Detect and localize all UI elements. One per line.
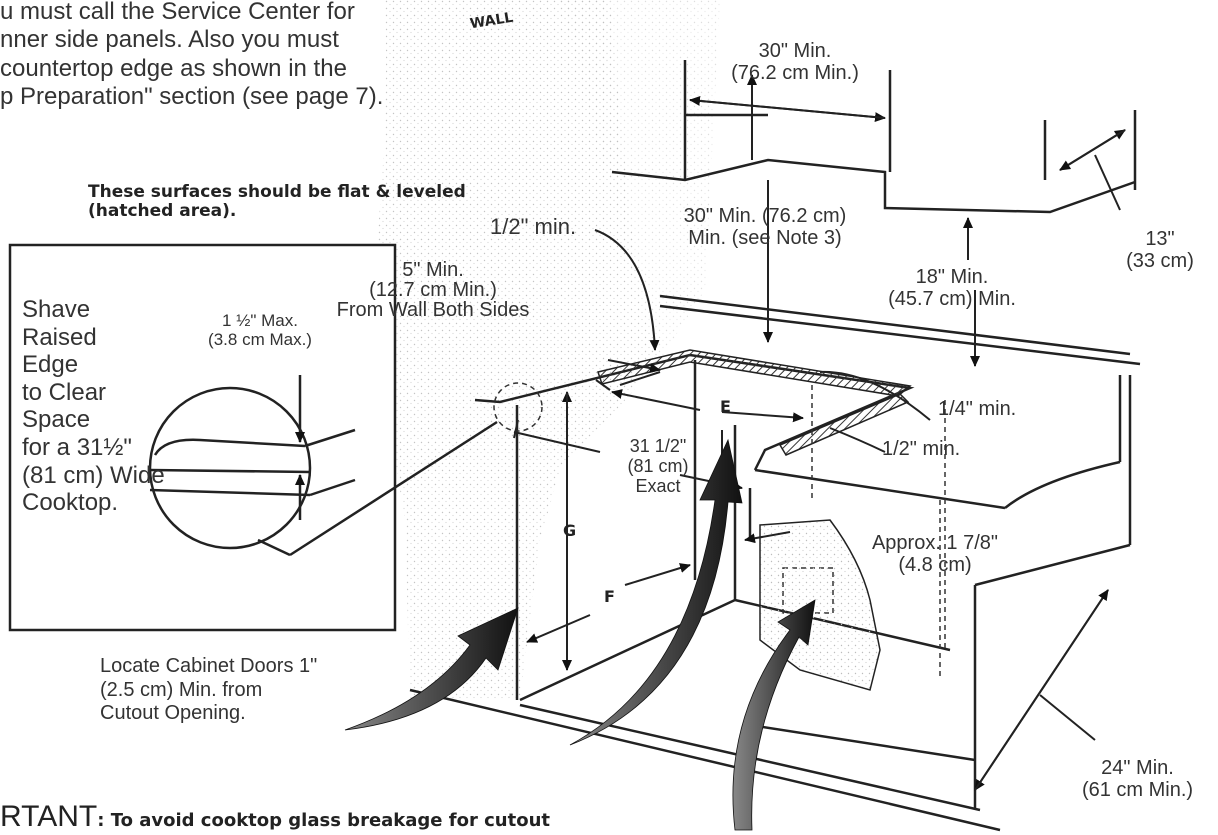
cabinet-doors-note: Locate Cabinet Doors 1" (2.5 cm) Min. fr… bbox=[100, 655, 317, 726]
dim-upper-clearance-line-2: (45.7 cm) Min. bbox=[888, 288, 1016, 311]
inset-line: Shave bbox=[22, 296, 91, 323]
dim-upper-clearance-line-1: 18" Min. bbox=[915, 266, 989, 288]
dim-approx-depth-line-2: (4.8 cm) bbox=[898, 554, 972, 577]
airflow-arrow-icon bbox=[569, 438, 743, 746]
dim-from-wall-line-2: (12.7 cm Min.) bbox=[369, 279, 497, 301]
dim-counter-depth: 24" Min. (61 cm Min.) bbox=[1060, 757, 1215, 802]
inset-detail bbox=[8, 243, 498, 632]
dim-top-width: 30" Min. (76.2 cm Min.) bbox=[705, 40, 885, 85]
upper-cabinet bbox=[611, 60, 1137, 214]
dim-half-inch-top: 1/2" min. bbox=[490, 214, 577, 239]
dim-height-above-line-2: Min. (see Note 3) bbox=[688, 227, 842, 250]
doors-note-line-2: (2.5 cm) Min. from bbox=[100, 678, 263, 701]
dim-cutout-width-line-1: 31 1/2" bbox=[629, 436, 687, 456]
flat-note-line-1: These surfaces should be flat & leveled bbox=[88, 182, 466, 202]
important-note: RTANT: To avoid cooktop glass breakage f… bbox=[0, 800, 550, 834]
intro-line-1: u must call the Service Center for bbox=[0, 0, 355, 25]
flat-note-line-2: (hatched area). bbox=[88, 201, 237, 222]
dim-height-above-line-1: 30" Min. (76.2 cm) bbox=[683, 205, 847, 227]
dim-upper-depth-line-1: 13" bbox=[1145, 228, 1175, 250]
inset-instructions: Shave Raised Edge to Clear Space for a 3… bbox=[22, 296, 165, 517]
dim-cutout-width-line-2: (81 cm) bbox=[627, 456, 689, 477]
dimension-letter-g: G bbox=[563, 521, 577, 540]
important-text: : To avoid cooktop glass breakage for cu… bbox=[97, 810, 550, 831]
dim-approx-depth: Approx. 1 7/8" (4.8 cm) bbox=[845, 532, 1025, 577]
dim-cutout-width: 31 1/2" (81 cm) Exact bbox=[598, 436, 718, 496]
dimension-letter-f: F bbox=[604, 587, 615, 606]
dim-from-wall-line-3: From Wall Both Sides bbox=[336, 299, 530, 321]
dim-from-wall-line-1: 5" Min. bbox=[402, 259, 464, 281]
inset-line: Raised bbox=[22, 323, 97, 351]
dim-quarter-inch: 1/4" min. bbox=[938, 398, 1017, 420]
dim-upper-depth: 13" (33 cm) bbox=[1110, 228, 1210, 273]
airflow-arrow-icon bbox=[732, 599, 816, 831]
dimension-lines bbox=[513, 180, 1109, 791]
dim-upper-clearance: 18" Min. (45.7 cm) Min. bbox=[862, 266, 1042, 311]
intro-text: u must call the Service Center for nner … bbox=[0, 0, 383, 111]
inset-line: Edge bbox=[22, 351, 79, 379]
inset-line: to Clear bbox=[22, 378, 107, 406]
intro-line-3: countertop edge as shown in the bbox=[0, 54, 347, 82]
dim-half-inch-right: 1/2" min. bbox=[882, 438, 961, 460]
inset-line: Cooktop. bbox=[22, 489, 119, 517]
doors-note-line-3: Cutout Opening. bbox=[100, 702, 246, 725]
inset-line: for a 31½" bbox=[22, 433, 132, 461]
dim-counter-depth-line-2: (61 cm Min.) bbox=[1081, 779, 1194, 802]
important-prefix: RTANT bbox=[0, 800, 98, 833]
dim-top-width-line-2: (76.2 cm Min.) bbox=[731, 62, 859, 85]
inset-max-edge-line-2: (3.8 cm Max.) bbox=[208, 330, 312, 350]
dimension-letter-e: E bbox=[720, 397, 731, 416]
callout-arrows bbox=[344, 438, 816, 831]
dim-cutout-width-line-3: Exact bbox=[635, 476, 681, 497]
dim-height-above: 30" Min. (76.2 cm) Min. (see Note 3) bbox=[640, 205, 890, 250]
dim-upper-depth-line-2: (33 cm) bbox=[1126, 250, 1194, 273]
dim-top-width-line-1: 30" Min. bbox=[758, 40, 832, 62]
cabinet-door-arrow-icon bbox=[344, 607, 519, 731]
intro-line-2: nner side panels. Also you must bbox=[0, 26, 339, 54]
dim-counter-depth-line-1: 24" Min. bbox=[1101, 757, 1174, 779]
dim-from-wall: 5" Min. (12.7 cm Min.) From Wall Both Si… bbox=[268, 260, 598, 320]
intro-line-4: p Preparation" section (see page 7). bbox=[0, 82, 384, 110]
inset-max-edge-line-1: 1 ½" Max. bbox=[222, 311, 298, 330]
dim-approx-depth-line-1: Approx. 1 7/8" bbox=[871, 532, 999, 554]
wall-surface bbox=[370, 0, 720, 700]
upper-dimension-arrows bbox=[689, 74, 1126, 260]
flat-surface-note: These surfaces should be flat & leveled … bbox=[88, 182, 466, 222]
doors-note-line-1: Locate Cabinet Doors 1" bbox=[100, 655, 318, 677]
inset-line: (81 cm) Wide bbox=[22, 461, 165, 489]
inset-max-edge: 1 ½" Max. (3.8 cm Max.) bbox=[185, 311, 335, 349]
inset-line: Space bbox=[22, 406, 91, 434]
